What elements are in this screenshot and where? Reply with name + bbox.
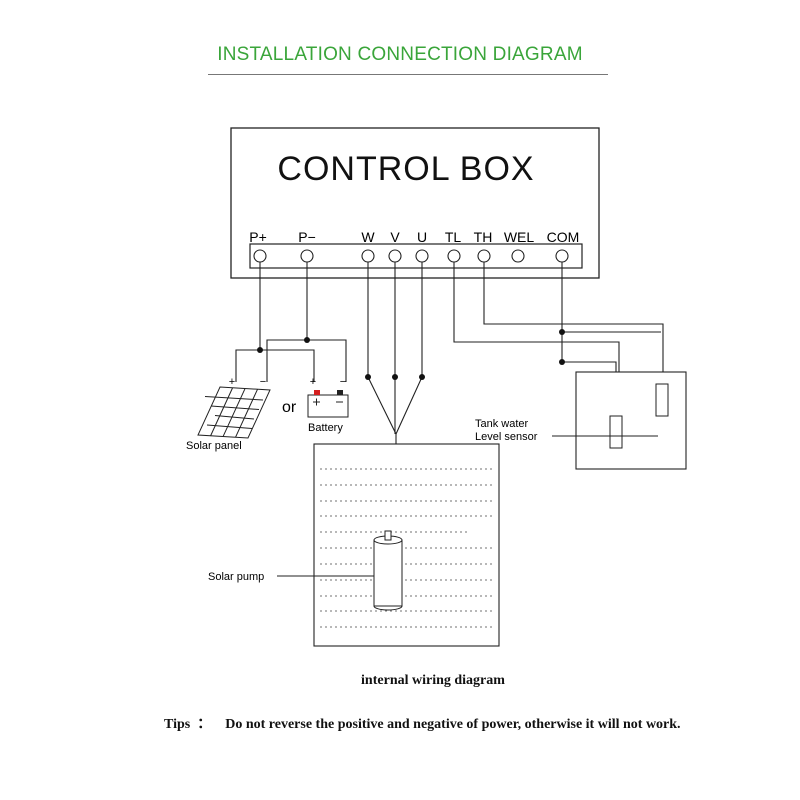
terminal-label-th: TH — [474, 229, 493, 245]
tank-sensor-label-line1: Tank water — [475, 418, 529, 430]
panel-minus-sign: − — [260, 376, 266, 388]
tips-label: Tips ： — [164, 717, 212, 732]
terminal-label-v: V — [390, 229, 400, 245]
water-tank — [575, 371, 687, 470]
diagram-title: INSTALLATION CONNECTION DIAGRAM — [217, 44, 583, 65]
internal-wiring-caption: internal wiring diagram — [361, 673, 505, 688]
terminal-label-p-plus: P+ — [249, 229, 267, 245]
terminal-label-com: COM — [547, 229, 580, 245]
solar-panel-label: Solar panel — [186, 440, 242, 452]
tips-paragraph: Tips ： Do not reverse the positive and ne… — [133, 707, 773, 742]
title-underline — [208, 74, 608, 75]
battery-positive-terminal — [314, 390, 320, 395]
battery-negative-terminal — [337, 390, 343, 395]
junction-dot-w — [365, 374, 371, 380]
terminal-label-p-minus: P− — [298, 229, 316, 245]
terminal-screw-p-plus — [253, 249, 267, 263]
terminal-screw-wel — [511, 249, 525, 263]
terminal-screw-tl — [447, 249, 461, 263]
battery-label: Battery — [308, 422, 343, 434]
water-well — [313, 443, 500, 647]
junction-dot-negative — [304, 337, 310, 343]
junction-dot-com-upper — [559, 329, 565, 335]
or-label: or — [282, 399, 297, 416]
tank-sensor-label-line2: Level sensor — [475, 431, 538, 443]
terminal-screw-th — [477, 249, 491, 263]
terminal-label-wel: WEL — [504, 229, 535, 245]
battery-plus-sign: + — [310, 376, 316, 388]
terminal-label-u: U — [417, 229, 427, 245]
junction-dot-u — [419, 374, 425, 380]
panel-plus-sign: + — [229, 376, 235, 388]
junction-dot-com-lower — [559, 359, 565, 365]
control-box-label: CONTROL BOX — [277, 150, 534, 188]
terminal-screw-u — [415, 249, 429, 263]
junction-dot-v — [392, 374, 398, 380]
level-sensor-high — [655, 383, 669, 417]
terminal-screw-com — [555, 249, 569, 263]
junction-dot-positive — [257, 347, 263, 353]
well-water-lines — [320, 468, 494, 628]
terminal-label-tl: TL — [445, 229, 462, 245]
terminal-label-w: W — [361, 229, 375, 245]
solar-pump-label: Solar pump — [208, 571, 264, 583]
battery-minus-sign: − — [340, 376, 346, 388]
tips-text: Do not reverse the positive and negative… — [225, 717, 681, 732]
terminal-screw-v — [388, 249, 402, 263]
solar-panel-icon — [197, 386, 271, 439]
battery-icon — [307, 390, 349, 418]
solar-pump-icon — [373, 530, 403, 611]
terminal-screw-w — [361, 249, 375, 263]
power-wiring — [235, 262, 347, 382]
level-sensor-low — [609, 415, 623, 449]
terminal-screw-p-minus — [300, 249, 314, 263]
